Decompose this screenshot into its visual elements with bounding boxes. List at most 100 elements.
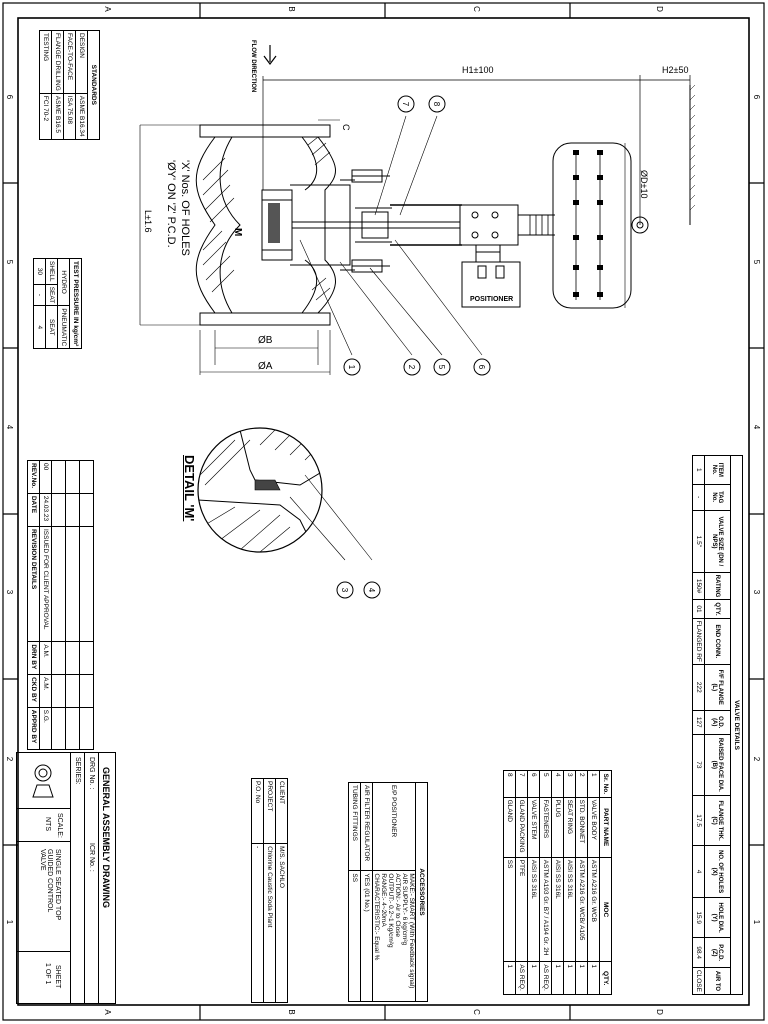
moc-cell: ASTM A193 Gr. B7 / A194 Gr. 2H <box>539 857 552 962</box>
part-balloon: 2 <box>403 358 421 376</box>
h2-dimension: H2±50 <box>662 65 689 75</box>
valve-details-cell: 17.5 <box>692 795 705 846</box>
test-pressure-subheader: SEAT <box>45 284 58 306</box>
zone-letter: C <box>472 6 481 12</box>
zone-number: 2 <box>752 757 761 762</box>
description-line: VALVE <box>38 849 46 871</box>
positioner-label: POSITIONER <box>470 296 514 303</box>
revision-header: REVISION DETAILS <box>27 526 40 642</box>
valve-details-cell: 222 <box>692 664 705 711</box>
accessory-line: CHARACTERISTIC:- Equal % <box>373 873 380 961</box>
moc-cell: SEAT RING <box>563 797 576 858</box>
accessory-name: AIR FILTER REGULATOR <box>360 782 373 871</box>
accessory-line: MAKE:- SMART (With Feedback signal) <box>408 873 415 989</box>
holes-note-line1: 'X' Nos. OF HOLES <box>179 160 191 256</box>
valve-details-header: FLANGE THK. (C) <box>704 795 731 846</box>
valve-details-header: O.D.(A) <box>704 710 731 735</box>
actuator-casing <box>552 142 632 309</box>
valve-details-cell: FLANGED RF <box>692 618 705 665</box>
revision-details: ISSUED FOR CLIENT APPROVAL <box>39 526 52 642</box>
test-pressure-value: 30 <box>33 258 46 285</box>
projection-symbol <box>32 764 54 798</box>
moc-header: QTY. <box>599 961 612 995</box>
client-cell: P.O. No <box>251 778 264 844</box>
accessory-details: YES (01 No.) <box>360 870 373 1002</box>
moc-cell: ASTM A216 Gr. WCB/ A105 <box>575 857 588 962</box>
test-pressure-header: HYDRO <box>57 258 70 306</box>
balloon-number: 7 <box>401 102 410 107</box>
standards-value: ISA 75.08 <box>63 93 76 140</box>
valve-details-header: HOLE DIA. (Y) <box>704 897 731 938</box>
test-pressure-value: 4 <box>33 305 46 349</box>
oa-dimension: ØA <box>258 361 273 372</box>
part-balloon: 7 <box>397 95 415 113</box>
moc-header: MOC <box>599 857 612 962</box>
scale-value: NTS <box>44 817 51 831</box>
accessory-name: E/P POSITIONER <box>372 782 416 871</box>
moc-cell: PTFE <box>515 857 528 962</box>
standards-value: ASME B16.5 <box>51 93 64 140</box>
valve-assembly <box>139 45 696 375</box>
test-pressure-subheader: SEAT <box>45 305 58 349</box>
moc-cell: 6 <box>527 770 540 798</box>
zone-number: 5 <box>752 260 761 265</box>
part-balloon: 8 <box>428 95 446 113</box>
scale-label: SCALE: <box>56 813 63 838</box>
valve-details-cell: CLOSE <box>692 967 705 995</box>
upper-flange <box>199 124 331 138</box>
zone-letter: B <box>287 6 296 11</box>
balloon-number: 4 <box>367 588 376 593</box>
zone-letter: C <box>472 1009 481 1015</box>
part-balloon: 3 <box>336 581 354 599</box>
c-dimension: C <box>341 124 351 131</box>
valve-details-header: F/F FLANGE (L) <box>704 664 731 711</box>
balloon-number: 8 <box>432 102 441 107</box>
client-cell: PROJECT <box>263 778 276 844</box>
moc-cell: SS <box>503 857 516 962</box>
zone-letter: D <box>655 6 664 12</box>
valve-details-cell: 1.5" <box>692 510 705 573</box>
moc-cell: PLUG <box>551 797 564 858</box>
accessory-row: E/P POSITIONER MAKE:- SMART (With Feedbac… <box>372 782 416 1002</box>
test-pressure-subheader: SHELL <box>45 258 58 285</box>
moc-cell: 1 <box>551 961 564 995</box>
valve-details-header: QTY. <box>704 599 731 619</box>
client-cell: M/S. SACHLO <box>275 843 288 1003</box>
revision-table: 00 24.03.23 ISSUED FOR CLIENT APPROVAL A… <box>27 460 94 750</box>
moc-cell: 3 <box>563 770 576 798</box>
standards-label: TESTING <box>39 30 52 94</box>
moc-cell: AS REQ. <box>515 961 528 995</box>
zone-number: 4 <box>752 425 761 430</box>
balloon-number: 1 <box>347 365 356 370</box>
zone-number: 5 <box>5 260 14 265</box>
description-line: GUIDED CONTROL <box>46 849 54 913</box>
accessory-line: AIR SUPPLY:- 6 kg/cm²g <box>401 873 408 946</box>
moc-cell: 1 <box>527 961 540 995</box>
zone-number: 3 <box>5 590 14 595</box>
zone-number: 3 <box>752 590 761 595</box>
moc-cell: GLAND PACKING <box>515 797 528 858</box>
valve-details-header: TAG No. <box>704 484 731 511</box>
moc-cell: 8 <box>503 770 516 798</box>
valve-details-cell: 1 <box>692 455 705 484</box>
balloon-number: 5 <box>437 365 446 370</box>
valve-stem <box>292 221 460 229</box>
accessory-line: SS <box>351 873 358 883</box>
moc-cell: FASTENERS <box>539 797 552 858</box>
valve-details-header: P.C.D. (Z) <box>704 937 731 968</box>
sheet-label: SHEET <box>54 965 61 989</box>
h1-dimension: H1±100 <box>462 65 494 75</box>
body-wall-left <box>195 136 216 314</box>
